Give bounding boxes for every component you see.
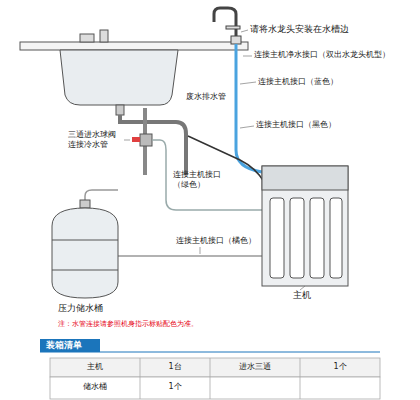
section-band: 装箱清单 xyxy=(40,339,100,352)
table-cell: 主机 xyxy=(50,362,140,372)
callout-text: 连接主机接口（橘色） xyxy=(176,236,256,246)
callout-text: 连接主机接口（蓝色） xyxy=(258,77,338,87)
pressure-tank xyxy=(52,200,118,298)
main-unit xyxy=(262,166,348,286)
callout-text: 废水排水管 xyxy=(186,92,226,102)
orange-tube xyxy=(112,255,264,257)
blue-tube xyxy=(236,44,262,172)
packing-table xyxy=(50,358,380,399)
part-name: 压力储水桶 xyxy=(58,303,103,314)
leader-line xyxy=(124,30,305,290)
drain-pipe xyxy=(120,115,186,175)
note-text: 注：水管连接请参照机身指示标贴配色为准。 xyxy=(58,320,198,328)
section-heading: 装箱清单 xyxy=(46,340,82,350)
callout-text: 三通进水球阀 连接冷水管 xyxy=(68,130,124,149)
table-cell: 1个 xyxy=(300,362,380,372)
part-name: 主机 xyxy=(293,290,311,301)
table-cell: 1个 xyxy=(140,382,210,392)
table-cell: 储水桶 xyxy=(50,382,140,392)
callout-text: 连接主机净水接口（双出水龙头机型） xyxy=(254,50,390,60)
table-cell: 进水三通 xyxy=(210,362,300,372)
sink xyxy=(20,30,248,115)
table-cell: 1台 xyxy=(140,362,210,372)
callout-text: 请将水龙头安装在水槽边 xyxy=(250,24,349,35)
green-tube xyxy=(152,140,264,210)
cold-water-pipe xyxy=(132,108,152,175)
callout-text: 连接主机接口（黑色） xyxy=(256,120,336,130)
faucet xyxy=(214,8,241,44)
callout-text: 连接主机接口（绿色） xyxy=(173,170,223,189)
